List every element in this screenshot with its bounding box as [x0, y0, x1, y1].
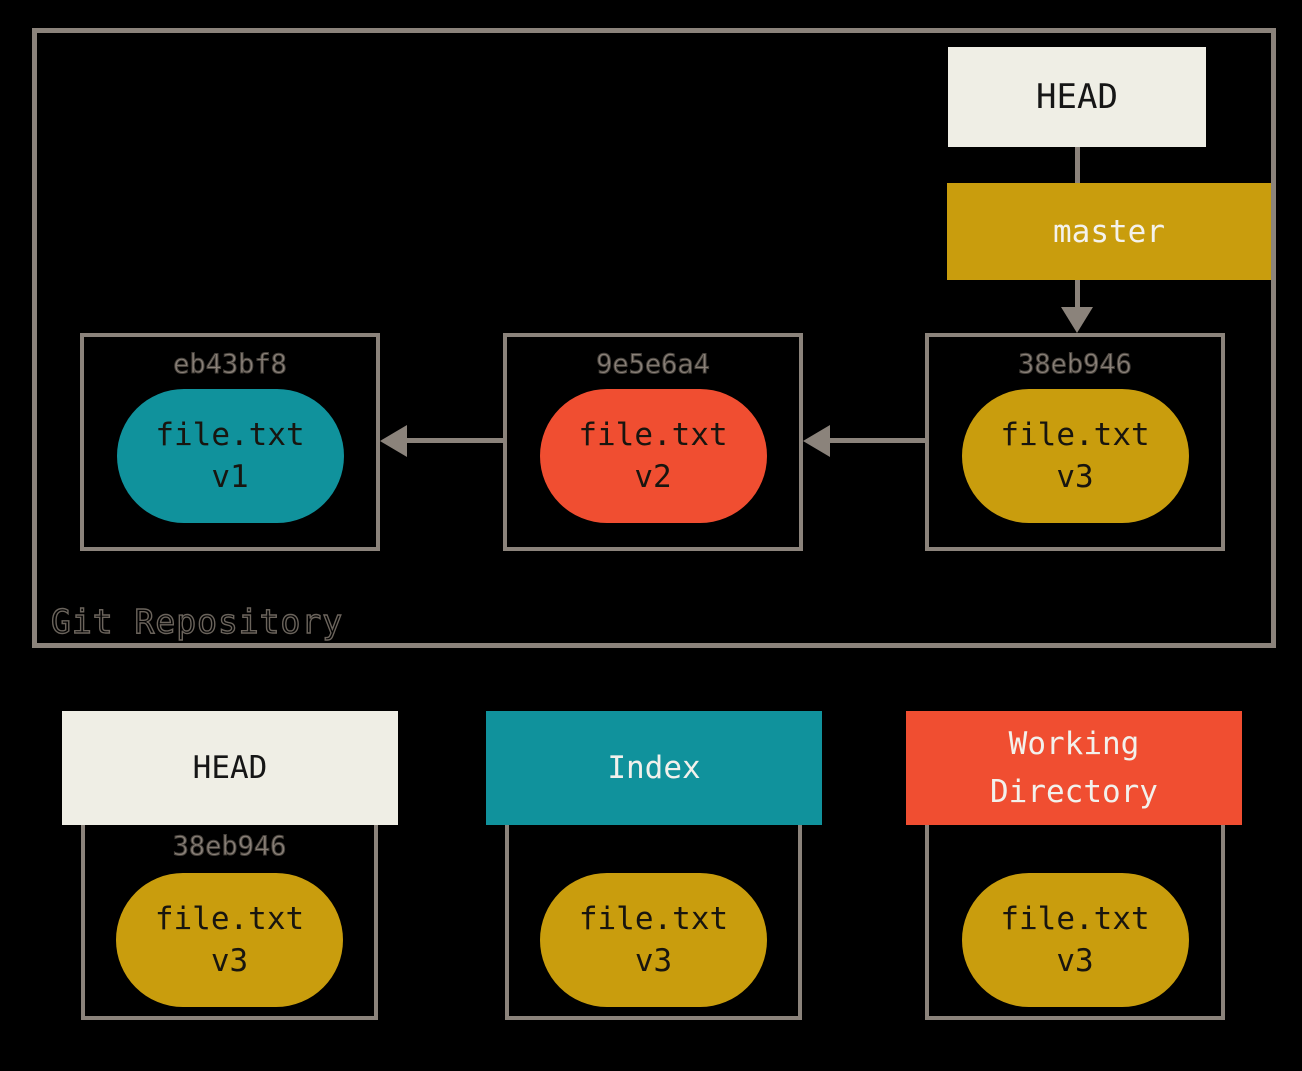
working-directory-box: file.txt v3: [925, 825, 1225, 1020]
commit-hash: eb43bf8: [173, 349, 288, 381]
file-name: file.txt: [154, 901, 305, 937]
master-branch-label: master: [1053, 213, 1165, 250]
file-blob-v3: file.txt v3: [116, 873, 343, 1007]
commit-hash: 9e5e6a4: [596, 349, 711, 381]
commit-box-3: 38eb946 file.txt v3: [925, 333, 1225, 551]
file-name: file.txt: [578, 417, 728, 453]
file-blob-v1: file.txt v1: [116, 389, 344, 523]
parent-arrow-line: [830, 438, 925, 443]
master-to-commit-connector: [1075, 280, 1080, 310]
file-blob-v2: file.txt v2: [539, 389, 767, 523]
head-to-master-connector: [1075, 147, 1080, 183]
commit-box-1: eb43bf8 file.txt v1: [80, 333, 380, 551]
file-version: v1: [211, 459, 249, 495]
head-area-header: HEAD: [62, 711, 398, 825]
head-area-hash: 38eb946: [172, 831, 287, 863]
commit-box-2: 9e5e6a4 file.txt v2: [503, 333, 803, 551]
index-area-title: Index: [607, 750, 701, 786]
file-name: file.txt: [155, 417, 305, 453]
file-blob-v3: file.txt v3: [961, 873, 1189, 1007]
file-version: v2: [634, 459, 672, 495]
file-version: v3: [210, 943, 249, 979]
parent-arrowhead-icon: [380, 425, 407, 457]
file-version: v3: [1056, 459, 1094, 495]
parent-arrowhead-icon: [803, 425, 830, 457]
working-directory-hash: [929, 831, 1221, 865]
master-branch-box: master: [947, 183, 1271, 280]
file-version: v3: [1056, 943, 1094, 979]
index-area-hash: [509, 831, 798, 865]
index-area-box: file.txt v3: [505, 825, 802, 1020]
file-name: file.txt: [578, 901, 729, 937]
down-arrowhead-icon: [1061, 307, 1093, 333]
head-pointer-label: HEAD: [1036, 77, 1118, 117]
index-area-header: Index: [486, 711, 822, 825]
file-blob-v3: file.txt v3: [961, 389, 1189, 523]
working-directory-title: Working Directory: [990, 726, 1158, 810]
head-area-box: 38eb946 file.txt v3: [81, 825, 378, 1020]
working-directory-header: Working Directory: [906, 711, 1242, 825]
head-pointer-box: HEAD: [948, 47, 1206, 147]
head-area-title: HEAD: [192, 750, 268, 786]
file-version: v3: [634, 943, 673, 979]
file-name: file.txt: [1000, 417, 1150, 453]
git-repository-label: Git Repository: [50, 601, 344, 641]
parent-arrow-line: [407, 438, 503, 443]
file-name: file.txt: [1000, 901, 1150, 937]
commit-hash: 38eb946: [1018, 349, 1133, 381]
file-blob-v3: file.txt v3: [540, 873, 767, 1007]
git-repository-box: Git Repository: [32, 28, 1276, 648]
